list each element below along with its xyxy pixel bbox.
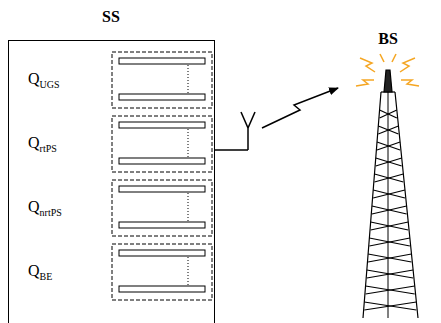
queue-letter: Q (28, 70, 40, 88)
antenna-symbol (241, 112, 255, 150)
queue-group (112, 52, 212, 300)
station-box: BS (340, 10, 436, 320)
queue-subscript: BE (40, 271, 53, 282)
signal-sparks (356, 54, 419, 86)
queue-letter: Q (28, 262, 40, 280)
queue-subscript: UGS (40, 79, 60, 90)
queue-letter: Q (28, 134, 40, 152)
station-name: BS (378, 30, 398, 48)
tower-symbol (363, 70, 418, 318)
queue-subscript: rtPS (40, 143, 57, 154)
wireless-link (215, 88, 338, 150)
station-name: SS (102, 8, 120, 26)
queue-letter: Q (28, 198, 40, 216)
queue-subscript: nrtPS (40, 207, 62, 218)
